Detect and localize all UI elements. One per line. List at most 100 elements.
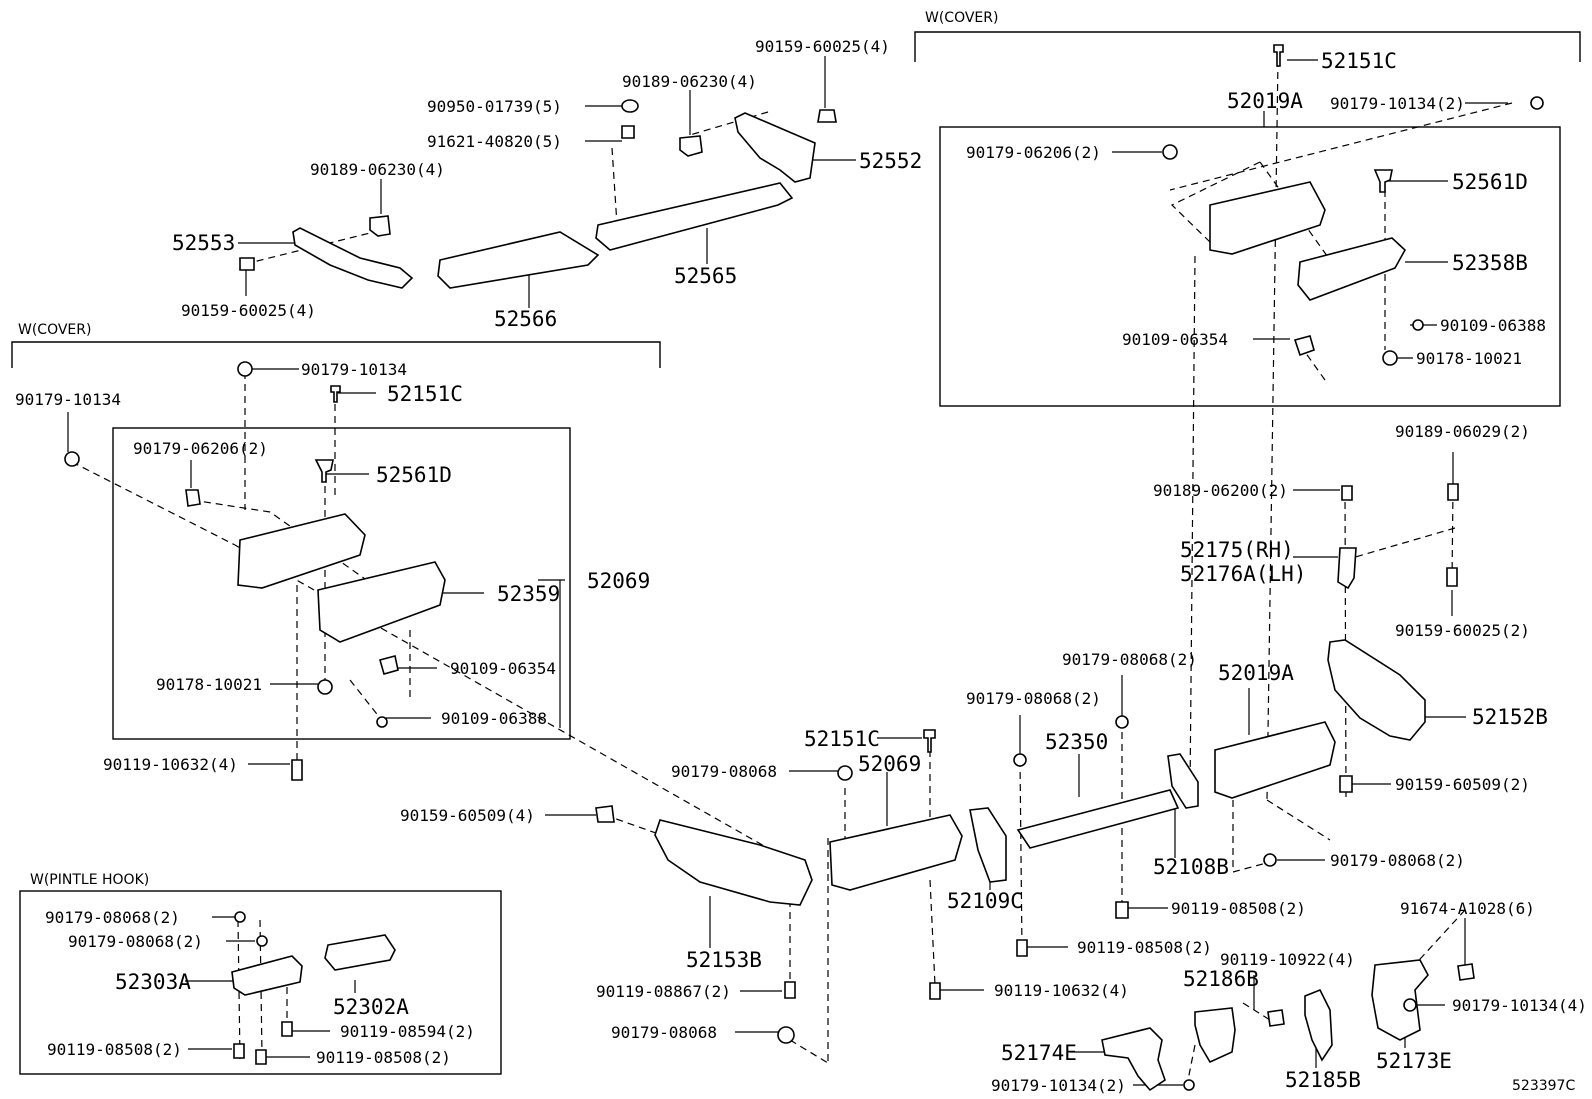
bolt-90119-08508-2-a: [1115, 901, 1129, 919]
nut-90179-06206-left: [185, 489, 201, 507]
callout-90179-10134-a: 90179-10134: [301, 360, 407, 379]
bolt-52151C-top: [1273, 44, 1284, 67]
bolt-91621-40820: [621, 125, 635, 139]
callout-90179-08068-2-c: 90179-08068(2): [1330, 851, 1465, 870]
bolt-90119-08508-2-p2: [255, 1049, 267, 1065]
bolt-52151C-left: [330, 385, 341, 403]
callout-90179-08068-2-p1: 90179-08068(2): [45, 908, 180, 927]
callout-52152B: 52152B: [1472, 705, 1548, 729]
callout-90109-06388-left: 90109-06388: [441, 709, 547, 728]
bolt-90119-10632-left: [291, 759, 303, 781]
callout-52108B: 52108B: [1153, 855, 1229, 879]
callout-52173E: 52173E: [1376, 1049, 1452, 1073]
bracket-52553: [292, 227, 414, 289]
callout-wcover-right: W(COVER): [925, 10, 998, 26]
bracket-52566: [437, 231, 600, 289]
callout-90119-08508-2-p1: 90119-08508(2): [47, 1040, 182, 1059]
nut-90179-10134-2-bottom: [1183, 1079, 1195, 1091]
callout-52561D-right: 52561D: [1452, 170, 1528, 194]
bolt-90119-08508-2-b: [1016, 939, 1028, 957]
bolt-90119-10922-4: [1267, 1009, 1285, 1027]
callout-90178-10021-left: 90178-10021: [156, 675, 262, 694]
clip-90189-06230-top: [679, 135, 703, 157]
bracket-52552: [734, 112, 816, 183]
callout-90189-06230-4-top: 90189-06230(4): [622, 72, 757, 91]
callout-90159-60025-2: 90159-60025(2): [1395, 621, 1530, 640]
clip-90189-06230-left: [369, 215, 391, 237]
nut-90179-06206-right: [1162, 144, 1178, 160]
bar-52350: [1016, 789, 1180, 849]
callout-90119-08508-2-b: 90119-08508(2): [1077, 938, 1212, 957]
screw-90109-06388-left: [376, 716, 388, 728]
callout-52175-rh: 52175(RH): [1180, 538, 1294, 562]
callout-90119-08508-2-a: 90119-08508(2): [1171, 899, 1306, 918]
callout-90179-08068-2-p2: 90179-08068(2): [68, 932, 203, 951]
callout-52359: 52359: [497, 582, 560, 606]
callout-52109C: 52109C: [947, 889, 1023, 913]
callout-52176A-lh: 52176A(LH): [1180, 562, 1306, 586]
callout-91674-A1028-6: 91674-A1028(6): [1400, 899, 1535, 918]
callout-90179-10134-2-top: 90179-10134(2): [1330, 94, 1465, 113]
callout-90119-10632-4-left: 90119-10632(4): [103, 755, 238, 774]
callout-90109-06354-left: 90109-06354: [450, 659, 556, 678]
callout-90179-06206-2-left: 90179-06206(2): [133, 439, 268, 458]
cover-52153B: [654, 819, 813, 906]
callout-52153B: 52153B: [686, 948, 762, 972]
bracket-52186B: [1194, 1007, 1236, 1064]
nut-90179-08068-2-b: [1013, 753, 1027, 767]
callout-91621-40820-5: 91621-40820(5): [427, 132, 562, 151]
bracket-52185B: [1304, 988, 1333, 1062]
callout-52566: 52566: [494, 307, 557, 331]
bracket-52109C: [969, 807, 1007, 883]
callout-52069-mid: 52069: [858, 752, 921, 776]
callout-90159-60509-2: 90159-60509(2): [1395, 775, 1530, 794]
nut-90179-08068-2-p1: [234, 911, 246, 923]
callout-90159-60025-4-top: 90159-60025(4): [755, 37, 890, 56]
screw-90109-06354-right: [1293, 335, 1315, 357]
nut-90179-10134-4: [1403, 998, 1417, 1012]
callout-52552: 52552: [859, 149, 922, 173]
callout-52151C-mid: 52151C: [804, 727, 880, 751]
callout-90159-60509-4: 90159-60509(4): [400, 806, 535, 825]
callout-90119-08867-2: 90119-08867(2): [596, 982, 731, 1001]
callout-52019A-top: 52019A: [1227, 89, 1303, 113]
callout-52565: 52565: [674, 264, 737, 288]
plate-52302A: [324, 934, 396, 971]
callout-52553: 52553: [172, 231, 235, 255]
bolt-52151C-mid: [923, 729, 936, 753]
bolt-90119-08508-2-p1: [233, 1043, 245, 1059]
callout-52151C-left: 52151C: [387, 382, 463, 406]
nut-90179-08068-bottom: [777, 1026, 795, 1044]
bolt-90159-60509-2: [1339, 775, 1353, 793]
bolt-91674-A1028-6: [1457, 963, 1475, 981]
callout-wpintle: W(PINTLE HOOK): [30, 872, 149, 888]
nut-90179-10134-upper: [237, 361, 253, 377]
callout-90109-06354-right: 90109-06354: [1122, 330, 1228, 349]
bracket-52069-mid: [829, 814, 963, 891]
callout-52303A: 52303A: [115, 970, 191, 994]
box-pintle-hook: [19, 890, 502, 1075]
nut-90179-08068-2-c: [1263, 853, 1277, 867]
callout-90189-06029-2: 90189-06029(2): [1395, 422, 1530, 441]
bolt-90189-06200: [1341, 485, 1353, 501]
bolt-90159-60025-top: [817, 109, 837, 123]
bracket-52069-upper: [237, 513, 366, 589]
callout-52019A-mid: 52019A: [1218, 661, 1294, 685]
bracket-52565: [595, 182, 794, 251]
bracket-52108B: [1167, 753, 1199, 809]
nut-90179-10134-top: [1530, 96, 1544, 110]
bracket-52358B: [1297, 237, 1407, 301]
box-52069-group: [112, 427, 571, 740]
nut-90179-10134-far-left: [64, 451, 80, 467]
bolt-90119-08594-2: [281, 1021, 293, 1037]
callout-52069-left: 52069: [587, 569, 650, 593]
screw-90109-06354-left: [379, 655, 399, 675]
frame-wcover-right: [914, 31, 1581, 62]
diagram-code: 523397C: [1512, 1078, 1575, 1094]
cover-52152B: [1327, 639, 1426, 741]
callout-52186B: 52186B: [1183, 967, 1259, 991]
bracket-52173E: [1371, 959, 1429, 1041]
nut-90179-08068-mid: [837, 765, 853, 781]
callout-90119-10922-4: 90119-10922(4): [1220, 950, 1355, 969]
